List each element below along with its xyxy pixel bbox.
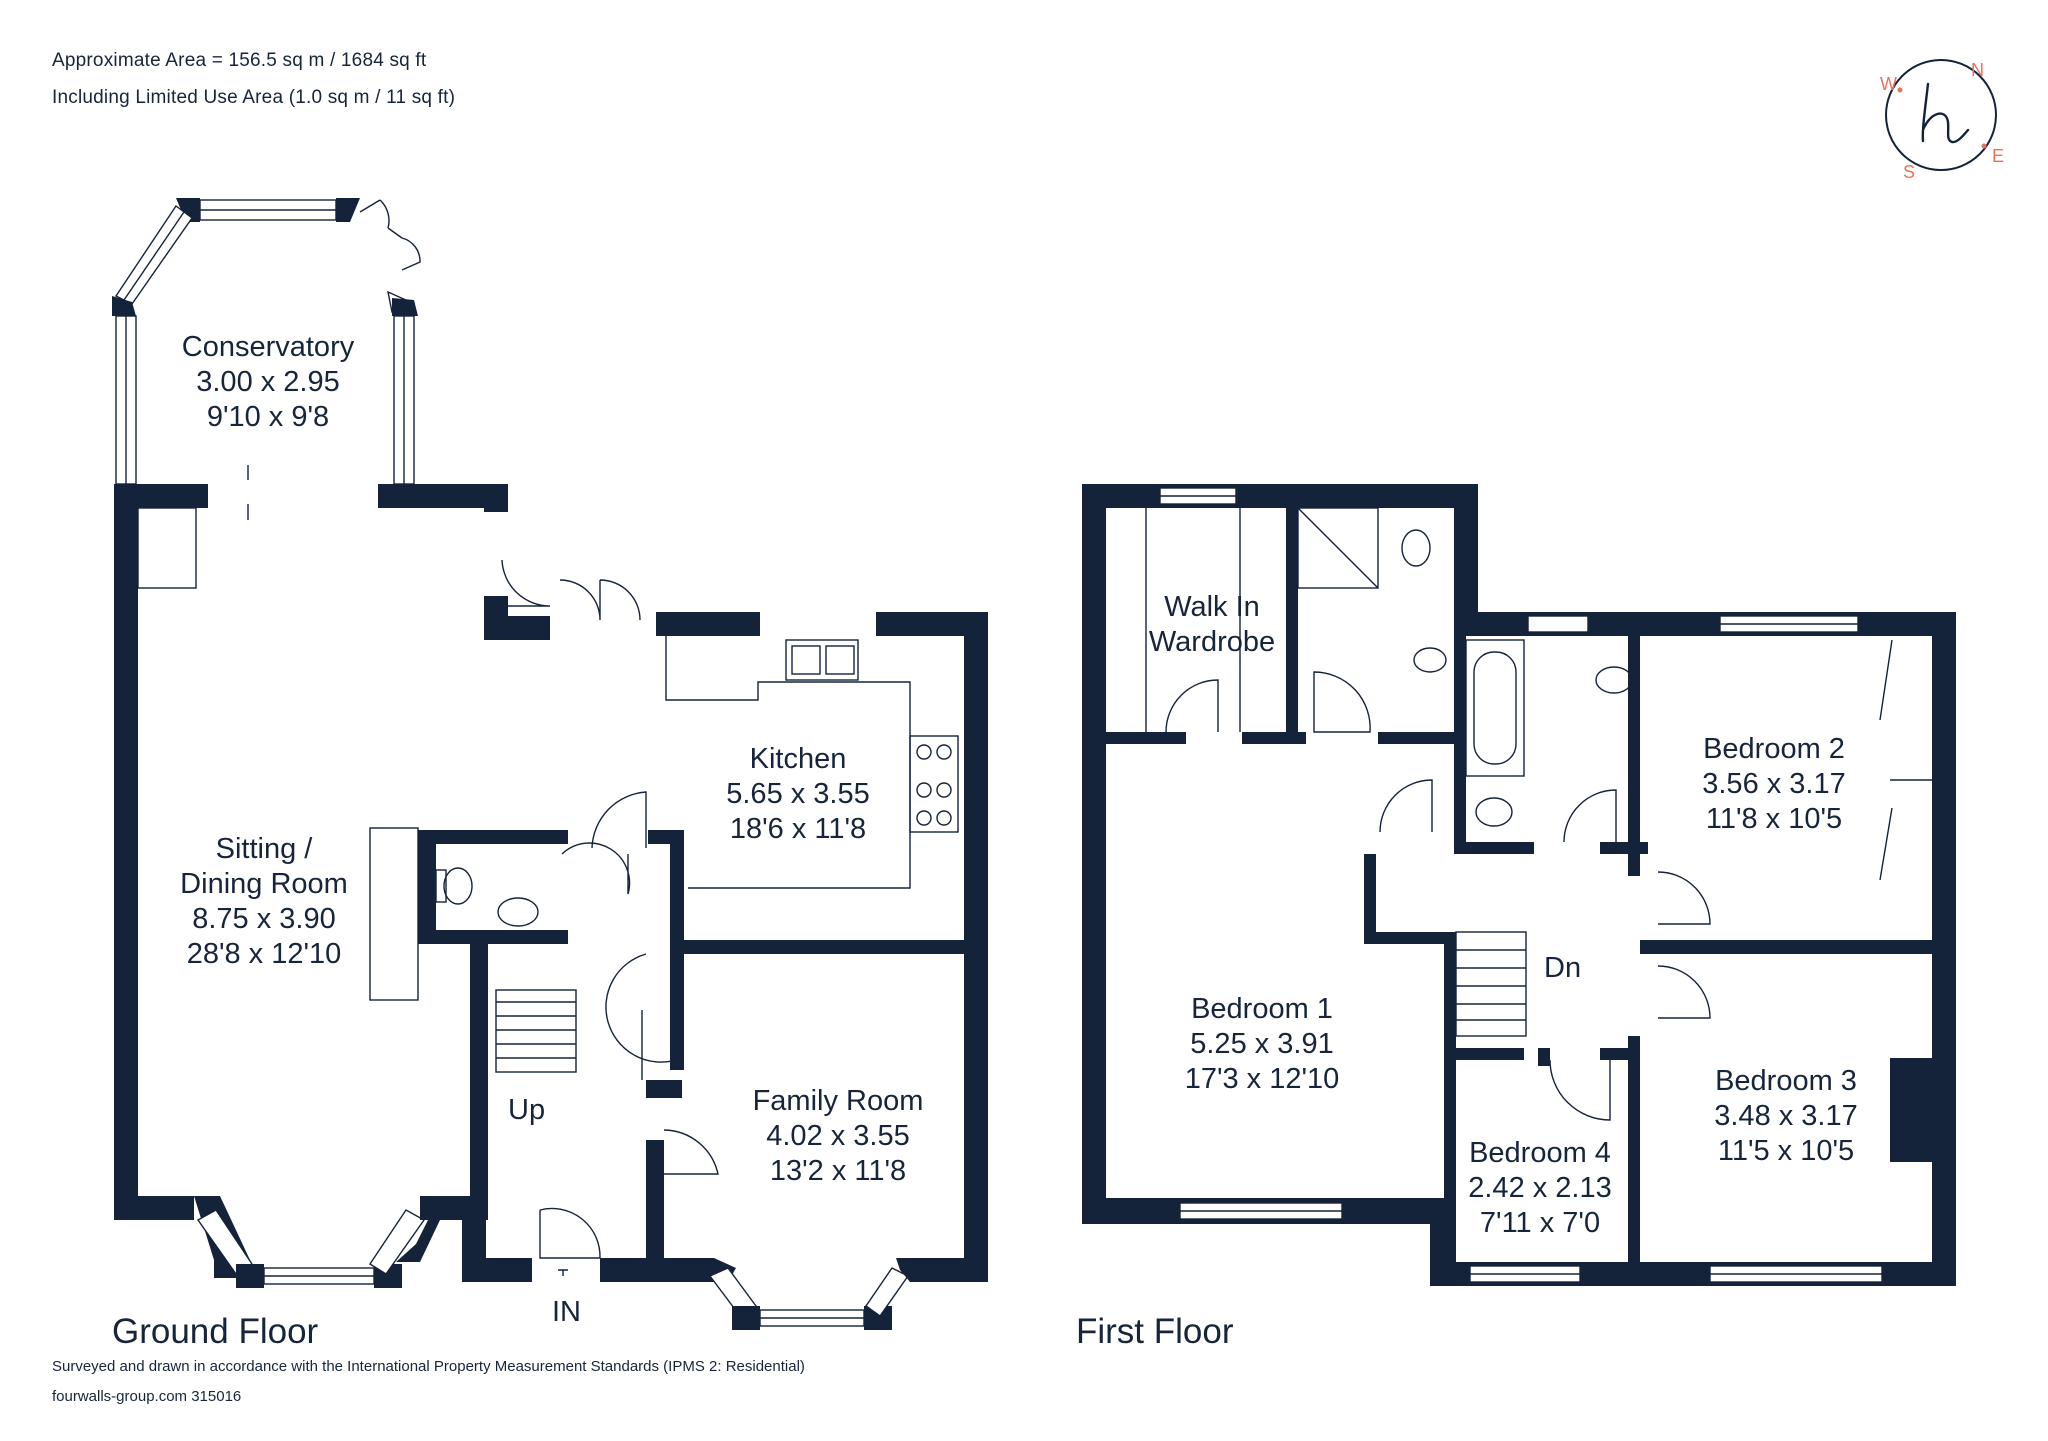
room-label-walk-in-wardrobe: Walk In Wardrobe bbox=[1149, 590, 1275, 660]
room-name: Family Room bbox=[752, 1085, 924, 1117]
room-name-line2: Wardrobe bbox=[1148, 626, 1276, 658]
room-name: Bedroom 3 bbox=[1715, 1065, 1857, 1097]
compass-s-label: S bbox=[1903, 162, 1915, 182]
conservatory-glazing bbox=[112, 198, 421, 485]
room-metric: 4.02 x 3.55 bbox=[766, 1120, 910, 1152]
room-name-line1: Sitting / bbox=[215, 833, 313, 865]
compass-w-label: W bbox=[1880, 74, 1897, 94]
measurement-standards-note: Surveyed and drawn in accordance with th… bbox=[52, 1358, 805, 1375]
plan-reference: fourwalls-group.com 315016 bbox=[52, 1388, 242, 1405]
stairs-up-label: Up bbox=[508, 1094, 546, 1126]
room-label-kitchen: Kitchen 5.65 x 3.55 18'6 x 11'8 bbox=[726, 742, 870, 847]
room-label-sitting-dining: Sitting / Dining Room 8.75 x 3.90 28'8 x… bbox=[180, 832, 348, 972]
room-imperial: 7'11 x 7'0 bbox=[1479, 1207, 1601, 1239]
compass-e-label: E bbox=[1992, 146, 2004, 166]
limited-use-area-note: Including Limited Use Area (1.0 sq m / 1… bbox=[52, 87, 456, 108]
room-metric: 3.56 x 3.17 bbox=[1702, 768, 1846, 800]
room-label-bedroom-2: Bedroom 2 3.56 x 3.17 11'8 x 10'5 bbox=[1702, 732, 1846, 837]
room-label-bedroom-3: Bedroom 3 3.48 x 3.17 11'5 x 10'5 bbox=[1714, 1064, 1858, 1169]
room-imperial: 11'8 x 10'5 bbox=[1705, 803, 1843, 835]
room-metric: 3.48 x 3.17 bbox=[1714, 1100, 1858, 1132]
room-name: Bedroom 1 bbox=[1191, 993, 1333, 1025]
entrance-label: IN bbox=[552, 1296, 581, 1328]
room-name-line1: Walk In bbox=[1164, 591, 1260, 623]
ground-floor-title: Ground Floor bbox=[112, 1312, 319, 1351]
first-floor-title: First Floor bbox=[1076, 1312, 1234, 1351]
room-imperial: 9'10 x 9'8 bbox=[206, 401, 330, 433]
compass-logo-icon: W N E S bbox=[1880, 59, 2004, 182]
area-summary: Approximate Area = 156.5 sq m / 1684 sq … bbox=[52, 50, 427, 71]
room-metric: 5.65 x 3.55 bbox=[726, 778, 870, 810]
ground-floor-walls bbox=[114, 484, 988, 1330]
room-label-conservatory: Conservatory 3.00 x 2.95 9'10 x 9'8 bbox=[182, 330, 354, 435]
first-floor-fixtures bbox=[1145, 507, 1932, 1121]
stairs-down-label: Dn bbox=[1544, 952, 1582, 984]
first-floor-plan bbox=[1082, 484, 1956, 1286]
room-label-family-room: Family Room 4.02 x 3.55 13'2 x 11'8 bbox=[753, 1084, 924, 1189]
room-label-bedroom-4: Bedroom 4 2.42 x 2.13 7'11 x 7'0 bbox=[1468, 1136, 1612, 1241]
room-name: Bedroom 4 bbox=[1469, 1137, 1611, 1169]
room-name: Conservatory bbox=[181, 331, 355, 363]
room-label-bedroom-1: Bedroom 1 5.25 x 3.91 17'3 x 12'10 bbox=[1185, 992, 1340, 1097]
room-name: Bedroom 2 bbox=[1703, 733, 1845, 765]
ground-floor-plan bbox=[112, 198, 988, 1330]
room-imperial: 28'8 x 12'10 bbox=[186, 938, 342, 970]
room-name: Kitchen bbox=[749, 743, 847, 775]
room-metric: 2.42 x 2.13 bbox=[1468, 1172, 1612, 1204]
room-name-line2: Dining Room bbox=[180, 868, 348, 900]
room-imperial: 18'6 x 11'8 bbox=[729, 813, 867, 845]
compass-n-label: N bbox=[1971, 60, 1984, 80]
room-imperial: 11'5 x 10'5 bbox=[1717, 1135, 1855, 1167]
room-imperial: 13'2 x 11'8 bbox=[769, 1155, 907, 1187]
room-imperial: 17'3 x 12'10 bbox=[1184, 1063, 1340, 1095]
first-floor-walls bbox=[1082, 484, 1956, 1286]
ground-floor-fixtures bbox=[137, 465, 959, 1276]
room-metric: 3.00 x 2.95 bbox=[196, 366, 340, 398]
room-metric: 8.75 x 3.90 bbox=[192, 903, 336, 935]
room-metric: 5.25 x 3.91 bbox=[1190, 1028, 1334, 1060]
